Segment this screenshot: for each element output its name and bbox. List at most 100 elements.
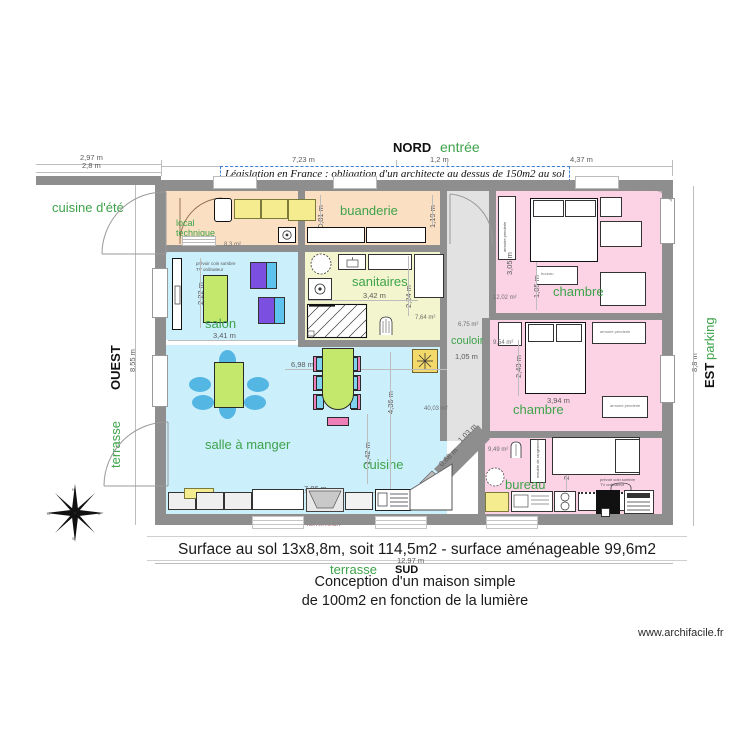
kitchen-corner-counter (409, 463, 453, 511)
dining2-chair-end (327, 417, 349, 426)
bureau-black-appliance-notch (601, 508, 610, 517)
kitchen-hood (306, 488, 344, 512)
dim-line-west (135, 180, 136, 525)
chambre-nord-nightstand (600, 197, 622, 217)
bureau-upper-cabinet-2 (615, 439, 640, 473)
svg-text:N: N (72, 487, 75, 492)
wall-interior-chambre-bureau (478, 431, 662, 438)
dim-line-salon-w (168, 340, 296, 341)
label-bureau: bureau (505, 477, 546, 492)
cardinal-south: SUD (395, 564, 419, 576)
dim-line-top-left2 (36, 172, 161, 173)
room-salle-a-manger (166, 345, 447, 514)
chambre-nord-dresser (600, 221, 642, 247)
water-heater-glyph (282, 230, 292, 240)
wall-exterior-left (155, 180, 166, 525)
area-chambre-est: 9,54 m² (493, 340, 514, 346)
window-top-3 (575, 176, 619, 189)
wall-interior-chambres-split (489, 313, 662, 320)
area-local-technique: 8,3 m² (224, 242, 242, 248)
salon-sofa-1-left (250, 262, 267, 289)
label-terrasse-south: terrasse (330, 562, 377, 577)
salon-sofa-2-right (274, 297, 285, 324)
area-sanitaires: 7,64 m² (415, 315, 436, 321)
label-chambre-nord: chambre (553, 284, 604, 299)
dining-table-left (214, 362, 244, 408)
label-cuisine: cuisine (363, 457, 404, 472)
stairs-local-technique (182, 236, 216, 246)
chambre-est-dresser (602, 396, 648, 418)
salon-note-line1: prévoir coin sombre (196, 261, 236, 266)
dim-top-723: 7,23 m (292, 155, 315, 164)
sun-icon (417, 353, 433, 369)
kitchen-unit-5 (345, 492, 373, 510)
washer-glyph (314, 283, 326, 295)
dim-tick-1 (161, 160, 162, 176)
label-sanitaires: sanitaires (352, 274, 408, 289)
bureau-toilet-icon (510, 441, 522, 458)
label-couloir: couloir (451, 335, 484, 347)
window-sill-bottom-1 (252, 516, 304, 529)
dim-line-cuisine-small (367, 414, 368, 484)
buanderie-counter-2 (366, 227, 426, 243)
kitchen-unit-4 (252, 489, 304, 510)
window-sill-bottom-2 (375, 516, 427, 529)
window-east-chambre-nord (660, 198, 675, 244)
wall-interior-sani-bottom (298, 340, 447, 347)
wall-interior-salon-right (298, 252, 305, 340)
wall-exterior-top (155, 180, 673, 191)
buanderie-counter-1 (307, 227, 365, 243)
wall-exterior-top-stub (36, 176, 161, 185)
toilet-icon (379, 316, 393, 335)
window-west-sam (152, 355, 168, 407)
dim-sam-diag: 6,98 m (291, 360, 314, 369)
chambre-nord-closet (600, 272, 646, 306)
dim-line-chambre-est-h (518, 340, 519, 396)
wall-interior-bureau-left (478, 437, 485, 514)
dim-line-sam-diag (285, 369, 447, 370)
chambre-est-dresser-note: armoire penderie (610, 403, 641, 408)
dim-line-top-left (36, 164, 161, 165)
dim-line-chambre-nord (536, 262, 537, 310)
dim-top-28: 2,8 m (82, 161, 101, 170)
dim-line-east (693, 186, 694, 526)
sani-sink-unit (338, 254, 366, 270)
chambre-nord-wardrobe (498, 196, 516, 260)
svg-text:S: S (72, 536, 75, 541)
dining-chair-left-2 (247, 377, 269, 392)
tv-icon-salon (174, 285, 181, 305)
wall-chamfer-northeast (620, 180, 672, 202)
bureau-chair-icon (610, 482, 632, 495)
bureau-shelf-note: meuble de rangement (535, 439, 540, 478)
window-west-salon (152, 268, 168, 318)
dim-bottom-total: 12,97 m (397, 556, 425, 565)
wall-interior-tech-salon (166, 245, 447, 252)
chambre-est-pillow-1 (528, 324, 554, 342)
dim-line-cuisine-h (390, 352, 391, 492)
room-couloir-entry (447, 191, 489, 251)
kitchen-unit-2 (196, 492, 224, 510)
dim-sanitaires-width: 3,42 m (363, 291, 386, 300)
label-salle-a-manger: salle à manger (205, 437, 291, 452)
bureau-yellow-cab (485, 492, 509, 512)
dim-tick-buanderie-r (432, 195, 433, 225)
label-buanderie: buanderie (340, 203, 398, 218)
window-top-1 (213, 176, 257, 189)
door-arc-entree (449, 193, 493, 245)
dim-chambre-est-width: 3,94 m (547, 396, 570, 405)
dim-line-sani-w (308, 300, 418, 301)
window-east-chambre-est (660, 355, 675, 403)
label-local-technique-line1: local (176, 218, 195, 228)
dim-top-12: 1,2 m (430, 155, 449, 164)
chambre-nord-wardrobe-note: armoire penderie (502, 221, 507, 252)
dim-east-88: 8,8 m (690, 353, 699, 372)
svg-text:E: E (98, 511, 101, 516)
sani-counter (368, 254, 412, 270)
area-salle-a-manger: 40,03 m² (424, 406, 448, 412)
area-bureau: 9,49 m² (488, 447, 509, 453)
dim-couloir-width: 1,05 m (455, 352, 478, 361)
label-salon: salon (205, 316, 237, 331)
dim-tick-salon-v (200, 258, 201, 328)
bureau-sink-unit (511, 491, 553, 512)
area-chambre-nord: 12,02 m² (493, 295, 517, 301)
